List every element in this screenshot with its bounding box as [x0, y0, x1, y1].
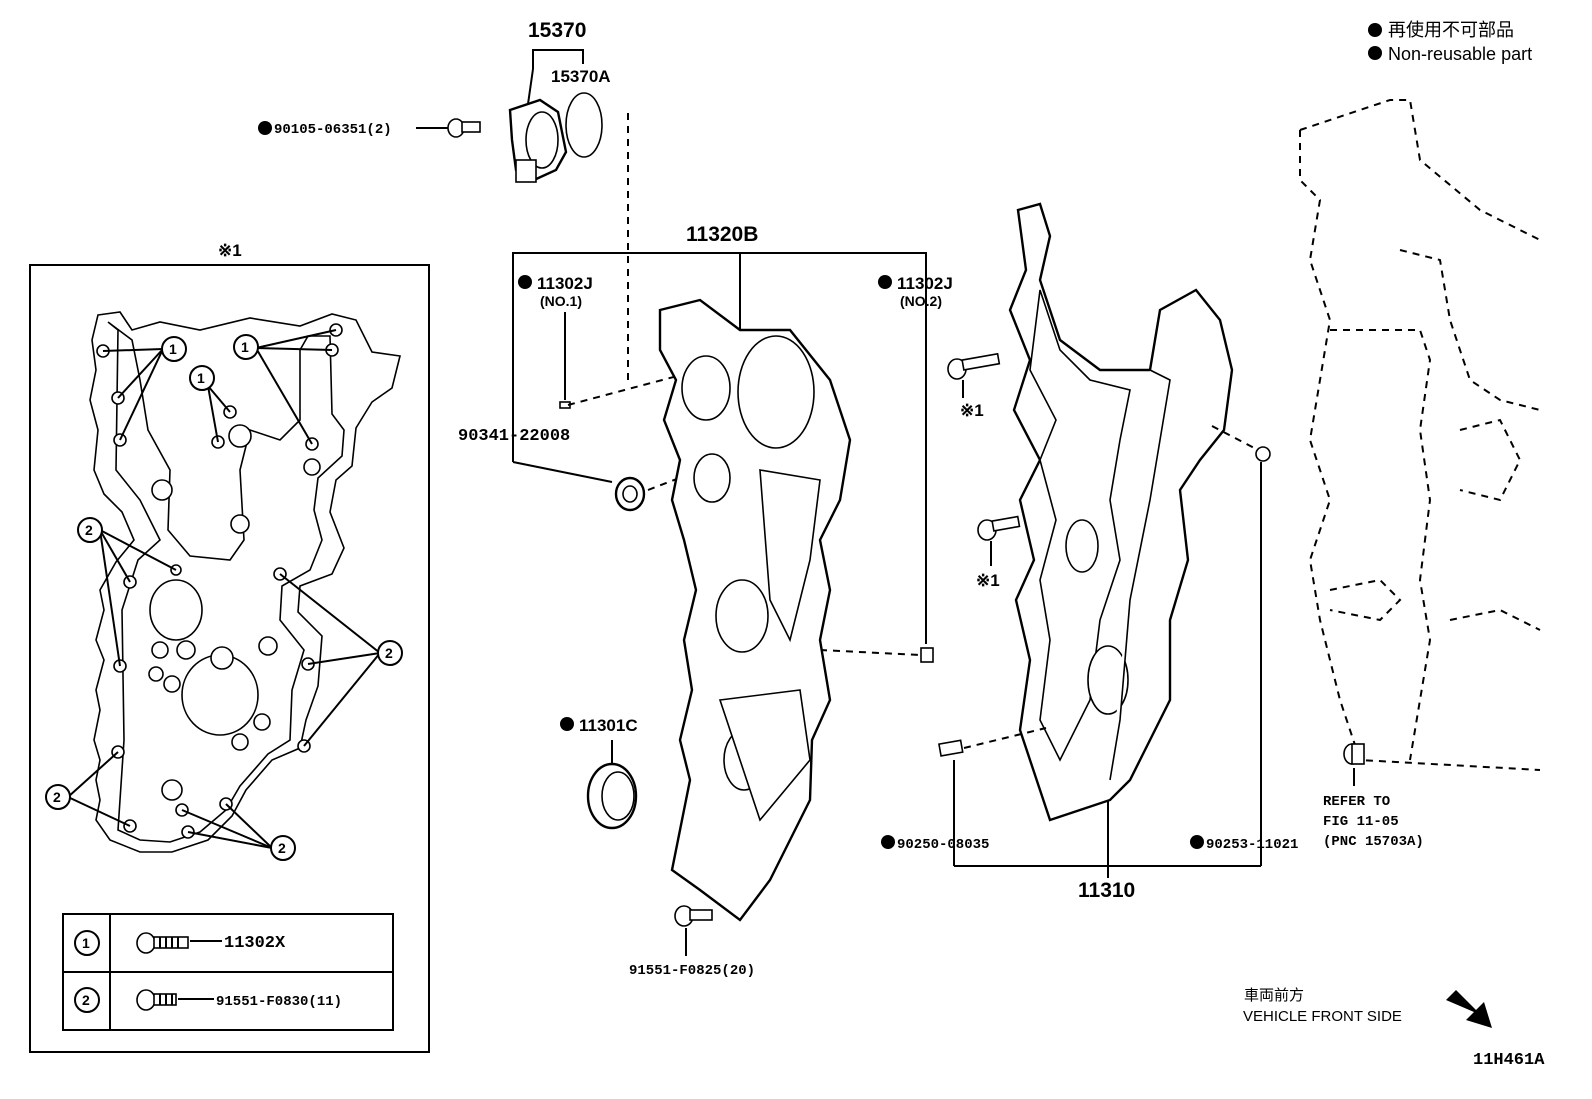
label-11302J-no1-sub: (NO.1) — [540, 293, 582, 309]
non-reusable-bullet-icon — [560, 717, 574, 731]
bolt-icon — [947, 352, 1001, 380]
callout-2: 2 — [77, 517, 103, 543]
label-refer-to: REFER TO — [1323, 794, 1390, 810]
bolt-table: 1 11302X 2 — [62, 913, 394, 1031]
part-group-15370: 15370 15370A 90105-06351(2) — [258, 19, 629, 386]
callout-2: 2 — [377, 640, 403, 666]
callout-1: 1 — [161, 336, 187, 362]
part-group-11310: ※1 ※1 90250-08035 90253-11021 11310 — [881, 202, 1298, 902]
vehicle-direction: 車両前方 VEHICLE FRONT SIDE — [1243, 987, 1492, 1028]
legend-japanese: 再使用不可部品 — [1388, 20, 1514, 40]
oil-pump-part — [508, 98, 568, 183]
legend-english: Non-reusable part — [1388, 44, 1532, 64]
callout-2: 2 — [45, 784, 71, 810]
engine-block-reference: REFER TO FIG 11-05 (PNC 15703A) — [1299, 99, 1541, 850]
direction-japanese: 車両前方 — [1244, 987, 1304, 1004]
timing-chain-cover-part — [658, 298, 852, 922]
table-row: 2 91551-F0830(11) — [74, 987, 342, 1013]
bolt-icon — [447, 118, 481, 138]
inset-leaders — [67, 329, 381, 849]
direction-english: VEHICLE FRONT SIDE — [1243, 1008, 1402, 1025]
legend: 再使用不可部品 Non-reusable part — [1368, 20, 1532, 64]
svg-text:2: 2 — [278, 840, 286, 856]
label-90253-11021: 90253-11021 — [1206, 837, 1298, 853]
label-11301C: 11301C — [579, 716, 638, 735]
callout-2: 2 — [270, 835, 296, 861]
label-91551-F0825: 91551-F0825(20) — [629, 963, 755, 979]
callout-1: 1 — [233, 334, 259, 360]
svg-text:2: 2 — [85, 522, 93, 538]
inset-frame — [29, 264, 430, 1053]
label-15370A: 15370A — [551, 67, 611, 86]
label-11310: 11310 — [1078, 879, 1135, 902]
label-90250-08035: 90250-08035 — [897, 837, 989, 853]
inset-title: ※1 — [218, 241, 242, 260]
label-ref1-lower: ※1 — [976, 571, 1000, 590]
non-reusable-bullet-icon — [878, 275, 892, 289]
bolt-icon — [136, 932, 189, 954]
svg-text:1: 1 — [241, 339, 249, 355]
label-90105-06351: 90105-06351(2) — [274, 122, 392, 138]
label-ref1-upper: ※1 — [960, 401, 984, 420]
label-11302J-no2-sub: (NO.2) — [900, 293, 942, 309]
table-row: 1 11302X — [74, 930, 286, 956]
label-refer-fig: FIG 11-05 — [1323, 814, 1399, 830]
svg-text:1: 1 — [197, 370, 205, 386]
label-refer-pnc: (PNC 15703A) — [1323, 834, 1424, 850]
non-reusable-bullet-icon — [1368, 23, 1382, 37]
callout-1: 1 — [189, 365, 215, 391]
figure-id: 11H461A — [1473, 1051, 1545, 1070]
svg-text:1: 1 — [169, 341, 177, 357]
label-11320B: 11320B — [686, 223, 758, 246]
non-reusable-bullet-icon — [1368, 46, 1382, 60]
label-15370: 15370 — [528, 19, 586, 42]
gasket-outline — [89, 311, 401, 853]
bolt-icon — [674, 905, 713, 927]
dowel-pin-part — [1255, 446, 1271, 462]
bolt-icon — [977, 515, 1021, 541]
inset-panel: ※1 — [29, 241, 430, 1053]
timing-case-part — [1008, 202, 1234, 822]
dowel-pin-part — [938, 739, 964, 757]
non-reusable-bullet-icon — [258, 121, 272, 135]
bushing-part — [1343, 743, 1365, 765]
svg-text:2: 2 — [385, 645, 393, 661]
svg-text:2: 2 — [82, 992, 90, 1008]
plug-part — [614, 476, 646, 512]
non-reusable-bullet-icon — [881, 835, 895, 849]
label-11302J-no1: 11302J — [537, 274, 593, 293]
non-reusable-bullet-icon — [518, 275, 532, 289]
svg-text:2: 2 — [53, 789, 61, 805]
front-arrow-icon — [1446, 990, 1492, 1028]
part-91551-F0830: 91551-F0830(11) — [216, 994, 342, 1010]
part-group-11320B: 11320B 11302J (NO.1) 11302J (NO.2) 90341… — [458, 223, 953, 979]
svg-text:1: 1 — [82, 935, 90, 951]
label-90341-22008: 90341-22008 — [458, 427, 570, 446]
bolt-icon — [136, 989, 177, 1011]
o-ring-part — [565, 92, 603, 158]
oil-seal-part — [586, 762, 638, 830]
label-11302J-no2: 11302J — [897, 274, 953, 293]
non-reusable-bullet-icon — [1190, 835, 1204, 849]
part-11302X: 11302X — [224, 934, 286, 953]
